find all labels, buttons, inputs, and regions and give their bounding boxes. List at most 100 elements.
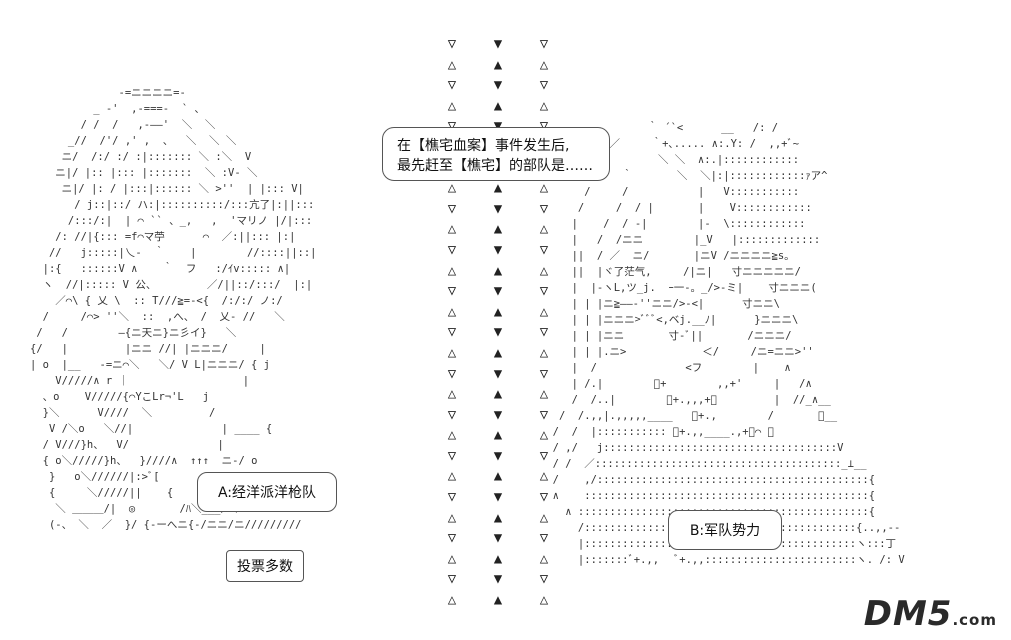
triangle-glyph: ▲ (493, 427, 503, 444)
triangle-row: ▽ ▼ ▽ (443, 446, 553, 467)
triangle-glyph: ▲ (493, 344, 503, 361)
watermark-main: DM5 (863, 594, 953, 634)
option-b-label: B:军队势力 (668, 510, 782, 550)
triangle-row: △▲△ (443, 55, 553, 76)
triangle-glyph: ▽ (535, 116, 553, 137)
triangle-glyph: ▲ (493, 550, 503, 567)
triangle-row: △▲△ (443, 466, 553, 487)
triangle-glyph: ▽ (447, 200, 457, 217)
triangle-glyph: ▽ (539, 365, 549, 382)
triangle-row: ▽ ▼ ▽ (443, 569, 553, 590)
ascii-art-left-character: -=ニニニニ=- _ -' ,-===- ` 、 / / / ,-――' ＼ ＼… (30, 87, 322, 531)
triangle-glyph: ▲ (493, 386, 503, 403)
triangle-glyph: △ (539, 262, 549, 279)
narration-bubble: 在【樵宅血案】事件发生后, 最先赶至【樵宅】的部队是…… (382, 127, 610, 181)
triangle-glyph: △ (447, 221, 457, 238)
triangle-glyph: △ (447, 386, 457, 403)
triangle-glyph: ▲ (493, 468, 503, 485)
triangle-glyph: ▽ (539, 324, 549, 341)
triangle-glyph: ▽ (539, 406, 549, 423)
triangle-row: ▽ ▼ ▽ (443, 405, 553, 426)
triangle-glyph: ▽ (539, 489, 549, 506)
triangle-glyph: △ (447, 592, 457, 609)
triangle-row: △▲△ (443, 178, 553, 199)
triangle-row: △ ▲ △ (443, 384, 553, 405)
triangle-glyph: ▼ (493, 447, 503, 464)
triangle-glyph: △ (447, 509, 457, 526)
triangle-glyph: ▼ (489, 116, 507, 137)
triangle-glyph: △ (539, 180, 549, 197)
triangle-glyph: ▼ (493, 283, 503, 300)
triangle-glyph: ▽ (539, 447, 549, 464)
triangle-glyph: ▽ (447, 571, 457, 588)
triangle-row: △ ▲ △ (443, 549, 553, 570)
triangle-row: △▲△ (443, 96, 553, 117)
triangle-glyph: ▲ (493, 221, 503, 238)
triangle-row: △▲△ (443, 261, 553, 282)
triangle-row: ▽ ▼ ▽ (443, 364, 553, 385)
triangle-glyph: ▽ (447, 530, 457, 547)
triangle-glyph: △ (447, 97, 457, 114)
site-watermark-logo: DM5.com (864, 594, 997, 634)
narration-line-2: 最先赶至【樵宅】的部队是…… (397, 158, 593, 174)
triangle-glyph: △ (539, 303, 549, 320)
triangle-glyph: ▼ (493, 36, 503, 52)
vote-majority-label: 投票多数 (226, 550, 304, 582)
triangle-glyph: ▼ (493, 200, 503, 217)
triangle-glyph: ▽ (539, 241, 549, 258)
triangle-glyph: ▲ (493, 97, 503, 114)
triangle-glyph: ▲ (493, 592, 503, 609)
triangle-glyph: △ (539, 386, 549, 403)
triangle-glyph: ▽ (447, 241, 457, 258)
triangle-row: ▽ ▼ ▽ (443, 281, 553, 302)
triangle-glyph: ▽ (447, 36, 457, 52)
option-a-label: A:经洋派洋枪队 (197, 472, 337, 512)
triangle-glyph: △ (447, 468, 457, 485)
triangle-glyph: △ (539, 344, 549, 361)
triangle-divider-column: ▽▼▽△▲△▽▼▽△▲△▽▼▽△▲△▽▼▽△▲△▽▼▽△▲△▽▼▽△▲△▽▼▽△… (443, 34, 553, 611)
triangle-glyph: ▽ (447, 365, 457, 382)
triangle-glyph: △ (447, 550, 457, 567)
triangle-glyph: ▽ (447, 406, 457, 423)
triangle-glyph: ▼ (493, 406, 503, 423)
triangle-glyph: ▽ (447, 447, 457, 464)
triangle-row: ▽ ▼ ▽ (443, 199, 553, 220)
triangle-glyph: ▽ (539, 283, 549, 300)
triangle-glyph: ▽ (539, 77, 549, 94)
triangle-glyph: ▽ (447, 283, 457, 300)
triangle-row: ▽ ▼ ▽ (443, 75, 553, 96)
triangle-glyph: ▽ (447, 324, 457, 341)
triangle-row: △ ▲ △ (443, 425, 553, 446)
triangle-row: ▽ ▼ ▽ (443, 528, 553, 549)
triangle-row: △▲△ (443, 219, 553, 240)
triangle-glyph: ▼ (493, 241, 503, 258)
triangle-row: ▽ ▼ ▽ (443, 487, 553, 508)
triangle-glyph: △ (447, 303, 457, 320)
triangle-row: ▽ ▼ ▽ (443, 240, 553, 261)
triangle-row: △▲△ (443, 590, 553, 611)
triangle-glyph: △ (447, 180, 457, 197)
triangle-glyph: ▼ (493, 489, 503, 506)
ascii-art-right-character: ｀ ´`< __ /: / ／ ｀+､..... ∧:.Y: / ,,+ﾞ~ ／… (552, 122, 905, 566)
narration-line-1: 在【樵宅血案】事件发生后, (397, 138, 570, 154)
triangle-glyph: ▼ (493, 365, 503, 382)
triangle-glyph: ▽ (539, 36, 549, 52)
triangle-glyph: ▼ (493, 571, 503, 588)
triangle-glyph: ▽ (539, 200, 549, 217)
triangle-glyph: △ (447, 56, 457, 73)
triangle-glyph: ▲ (493, 303, 503, 320)
triangle-glyph: ▼ (493, 77, 503, 94)
triangle-glyph: △ (539, 427, 549, 444)
triangle-glyph: ▽ (539, 571, 549, 588)
watermark-suffix: .com (952, 611, 997, 629)
triangle-row: △▲△ (443, 508, 553, 529)
triangle-glyph: △ (447, 427, 457, 444)
triangle-glyph: △ (539, 550, 549, 567)
triangle-glyph: ▼ (493, 530, 503, 547)
triangle-glyph: ▽ (539, 530, 549, 547)
triangle-glyph: ▼ (493, 324, 503, 341)
triangle-glyph: △ (539, 509, 549, 526)
triangle-glyph: ▽ (447, 77, 457, 94)
triangle-glyph: ▽ (447, 489, 457, 506)
